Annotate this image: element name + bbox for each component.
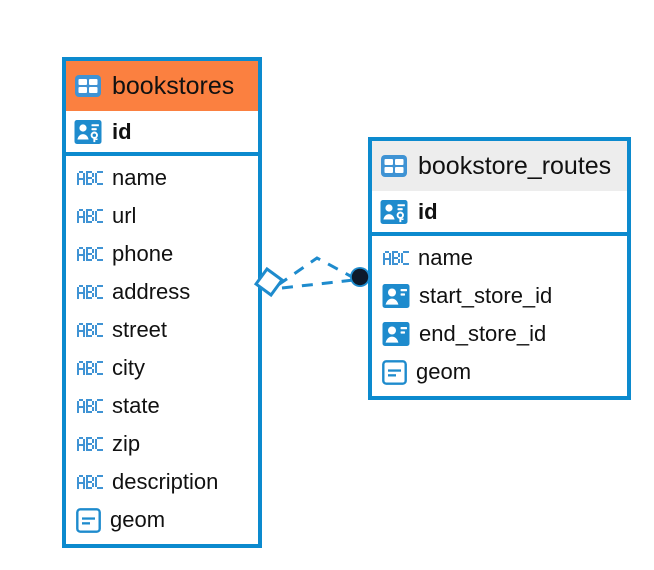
entity-bookstores-header[interactable]: bookstores [66,61,258,111]
field-label-id: id [418,198,438,224]
foreign-key-icon [382,321,410,347]
geometry-icon [76,507,101,533]
field-row-end-store-id[interactable]: end_store_id [372,315,627,353]
field-row-address[interactable]: address [66,273,258,311]
field-row-description[interactable]: description [66,463,258,501]
field-row-geom[interactable]: geom [372,353,627,391]
abc-text-icon [76,437,103,451]
field-label: phone [112,241,174,266]
foreign-key-icon [382,283,410,309]
field-row-start-store-id[interactable]: start_store_id [372,277,627,315]
field-row-id[interactable]: id [66,111,258,156]
field-row-state[interactable]: state [66,387,258,425]
abc-text-icon [76,323,103,337]
field-label: street [112,317,168,342]
field-label: zip [112,431,141,456]
field-row-city[interactable]: city [66,349,258,387]
geometry-icon [382,359,407,385]
entity-bookstores[interactable]: bookstores id [62,57,262,548]
field-label: end_store_id [419,321,547,346]
field-row-id[interactable]: id [372,191,627,236]
field-label: description [112,469,219,494]
abc-text-icon [76,209,103,223]
field-label: name [418,245,474,270]
relationship-line-upper [277,256,355,287]
abc-text-icon [76,361,103,375]
filled-circle-marker [350,267,370,287]
primary-key-icon [74,119,102,145]
field-row-url[interactable]: url [66,197,258,235]
field-row-phone[interactable]: phone [66,235,258,273]
field-label: url [112,203,137,228]
abc-text-icon [382,251,409,265]
field-label: start_store_id [419,283,553,308]
abc-text-icon [76,285,103,299]
entity-bookstore-routes-header[interactable]: bookstore_routes [372,141,627,191]
field-label: address [112,279,191,304]
entity-bookstore-routes[interactable]: bookstore_routes id [368,137,631,400]
primary-key-icon [380,199,408,225]
field-label: city [112,355,145,380]
abc-text-icon [76,171,103,185]
abc-text-icon [76,475,103,489]
abc-text-icon [76,247,103,261]
field-label-id: id [112,118,132,144]
table-icon [74,74,102,98]
field-label: geom [110,507,166,532]
field-row-geom[interactable]: geom [66,501,258,539]
field-label: geom [416,359,472,384]
field-row-name[interactable]: name [372,239,627,277]
table-icon [380,154,408,178]
entity-bookstore-routes-field-list: name start_store_id [372,236,627,391]
field-row-street[interactable]: street [66,311,258,349]
field-label: name [112,165,168,190]
field-label: state [112,393,160,418]
field-row-name[interactable]: name [66,159,258,197]
relationship-line-lower [281,278,355,290]
entity-bookstores-field-list: name url [66,156,258,539]
entity-bookstore-routes-title: bookstore_routes [418,151,612,180]
entity-bookstores-title: bookstores [112,71,235,100]
abc-text-icon [76,399,103,413]
field-row-zip[interactable]: zip [66,425,258,463]
